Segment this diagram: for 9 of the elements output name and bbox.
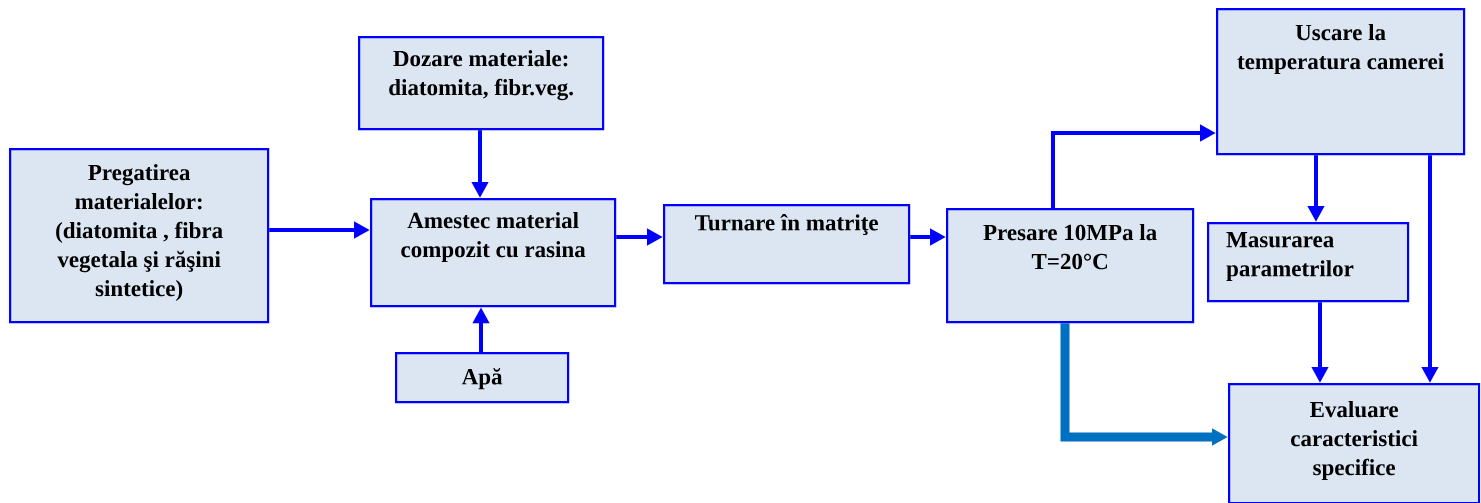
process-box: Uscare la temperatura camerei [1216, 8, 1466, 156]
process-box: Turnare în matriţe [663, 204, 911, 285]
process-box: Presare 10MPa la T=20°C [946, 208, 1195, 324]
process-box: Masurarea parametrilor [1207, 222, 1410, 303]
process-box: Evaluare caracteristici specifice [1228, 383, 1481, 503]
process-box: Pregatirea materialelor: (diatomita , fibra vegetala şi răşini sintetice) [9, 148, 270, 324]
process-box: Dozare materiale: diatomita, fibr.veg. [358, 36, 605, 131]
process-box: Apă [395, 352, 570, 404]
process-box: Amestec material compozit cu rasina [370, 198, 617, 308]
